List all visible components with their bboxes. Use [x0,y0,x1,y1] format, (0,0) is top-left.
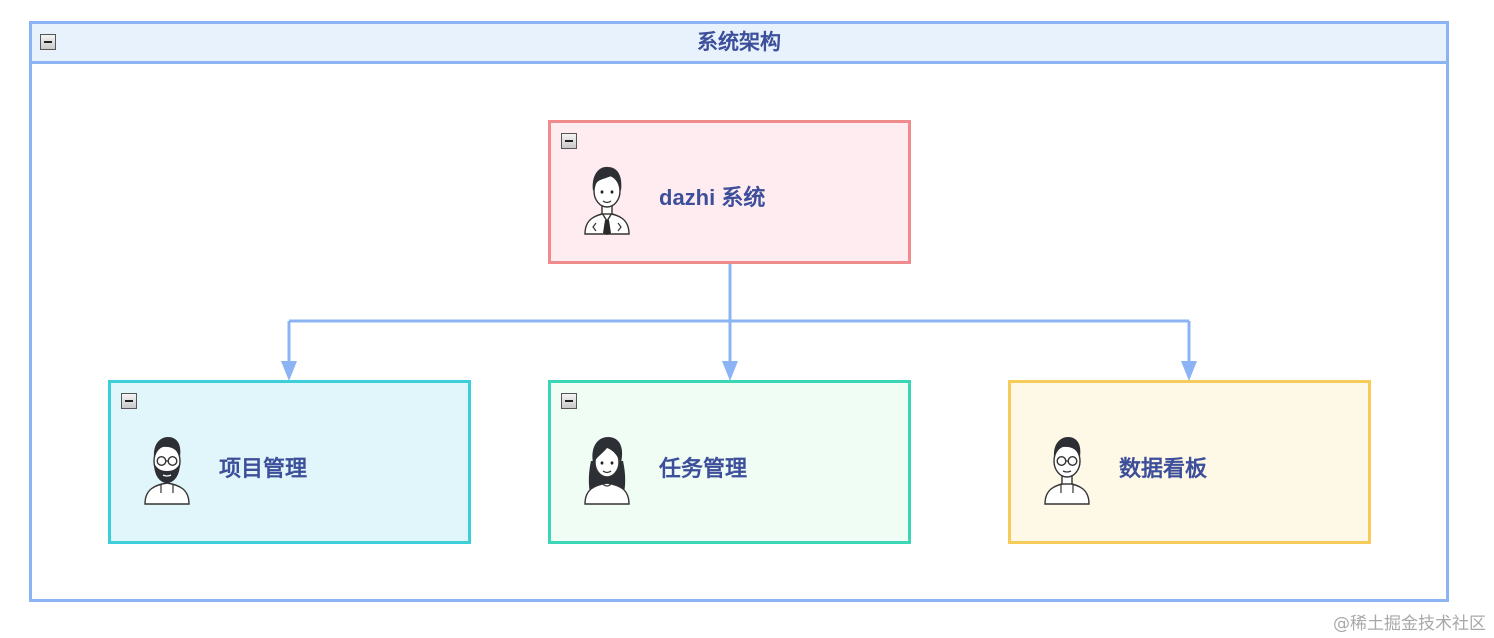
container-title: 系统架构 [697,31,781,54]
arrow-dashboard [1181,361,1197,381]
collapse-icon[interactable] [121,393,137,409]
arrow-task [722,361,738,381]
woman-avatar-icon [584,437,630,505]
collapse-icon[interactable] [40,34,56,50]
node-label: 项目管理 [219,456,308,481]
bearded-man-with-glasses-avatar-icon [144,437,190,505]
watermark: @稀土掘金技术社区 [1333,614,1486,634]
arrow-project [281,361,297,381]
node-dazhi-system[interactable]: dazhi 系统 [548,120,911,264]
collapse-icon[interactable] [561,133,577,149]
node-task-management[interactable]: 任务管理 [548,380,911,544]
node-label: 任务管理 [659,456,748,481]
man-with-glasses-avatar-icon [1044,437,1090,505]
container-header: 系统架构 [32,24,1446,64]
man-with-tie-avatar-icon [584,166,630,235]
node-data-dashboard[interactable]: 数据看板 [1008,380,1371,544]
node-label: 数据看板 [1119,456,1208,481]
node-label: dazhi 系统 [659,185,766,210]
node-project-management[interactable]: 项目管理 [108,380,471,544]
collapse-icon[interactable] [561,393,577,409]
